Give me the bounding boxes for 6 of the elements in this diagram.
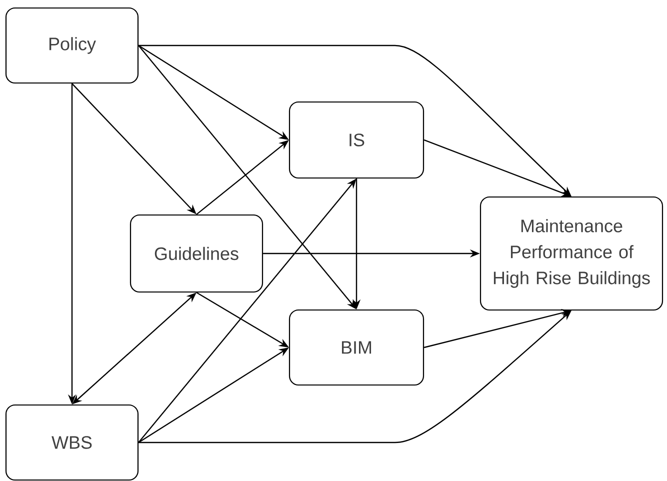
process-box: IS <box>288 101 424 179</box>
process-box: Policy <box>5 7 139 84</box>
process-box: Maintenance Performance of High Rise Buildings <box>480 196 664 311</box>
process-box: WBS <box>5 404 139 481</box>
process-box: BIM <box>288 309 424 386</box>
process-box: Guidelines <box>130 214 264 293</box>
